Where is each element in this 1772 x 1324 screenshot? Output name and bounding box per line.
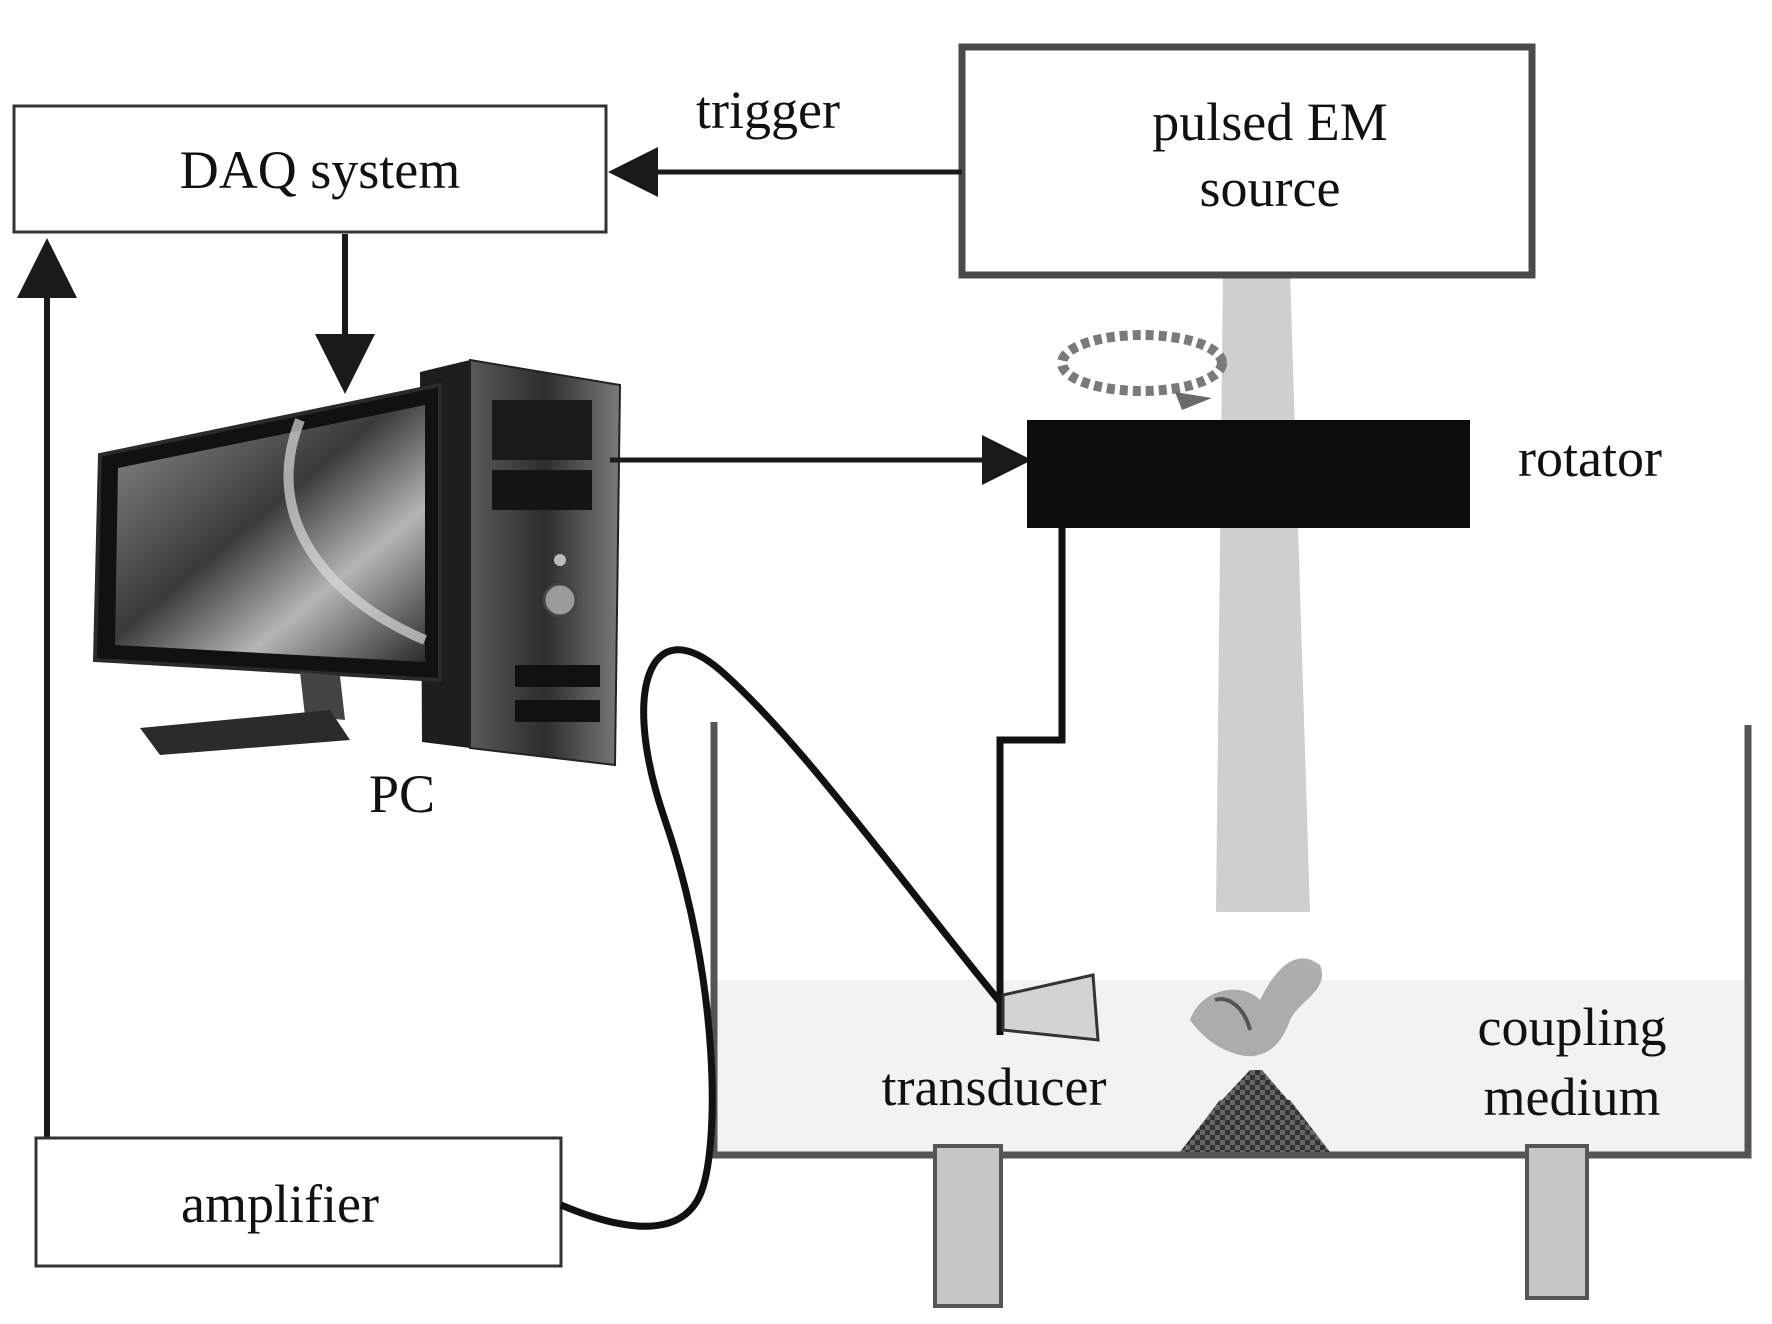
coupling-medium-label-line1: coupling — [1478, 997, 1667, 1057]
tank-walls — [710, 722, 1752, 1159]
coupling-medium-label-line2: medium — [1484, 1067, 1661, 1127]
transducer-cable — [559, 646, 1003, 1230]
transducer-label: transducer — [882, 1057, 1107, 1117]
transducer-body — [1001, 973, 1100, 1042]
daq-system-label: DAQ system — [180, 140, 461, 200]
pc-label: PC — [369, 764, 435, 824]
amplifier-label: amplifier — [181, 1174, 379, 1234]
desktop-computer-icon — [92, 358, 622, 767]
trigger-label: trigger — [696, 80, 840, 140]
em-source-label-line1: pulsed EM — [1152, 92, 1388, 152]
mouse-sample-icon — [1180, 958, 1330, 1152]
em-source-label-line2: source — [1200, 158, 1341, 218]
daq-system-box — [12, 104, 608, 234]
pulsed-em-source-box — [958, 43, 1536, 279]
amplifier-box — [34, 1136, 563, 1268]
tank-leg-left — [933, 1144, 1003, 1308]
em-beam — [1216, 270, 1310, 912]
tank-leg-right — [1525, 1144, 1589, 1300]
rotator-bar — [1027, 420, 1470, 528]
rotation-arrow-icon — [1057, 330, 1227, 410]
rotator-label: rotator — [1518, 428, 1662, 488]
transducer-mount-rod — [996, 528, 1066, 1035]
